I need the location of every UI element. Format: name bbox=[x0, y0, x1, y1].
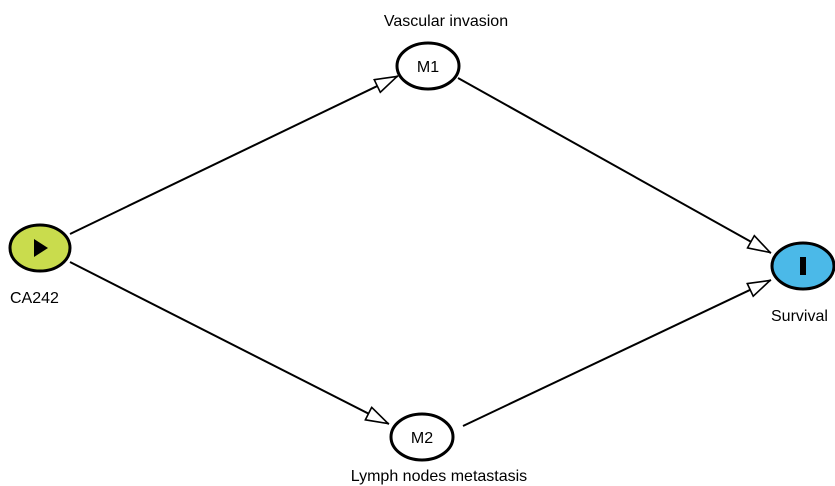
play-icon bbox=[34, 239, 48, 257]
exposure-label: CA242 bbox=[10, 290, 59, 307]
edge-ca242-to-m2 bbox=[69, 261, 389, 425]
mediator-1-ellipse bbox=[395, 41, 461, 91]
edge-ca242-to-m1 bbox=[69, 75, 398, 235]
mediator-1-label: Vascular invasion bbox=[384, 13, 508, 30]
mediator-2-text: M2 bbox=[411, 430, 433, 447]
edge-m2-to-survival bbox=[462, 279, 771, 427]
node-mediator-1: M1 bbox=[395, 41, 461, 91]
outcome-label: Survival bbox=[771, 308, 828, 325]
node-outcome bbox=[770, 241, 835, 291]
mediator-1-text: M1 bbox=[417, 59, 439, 76]
bar-icon bbox=[800, 257, 806, 275]
node-mediator-2: M2 bbox=[389, 412, 455, 462]
mediator-2-ellipse bbox=[389, 412, 455, 462]
mediator-2-label: Lymph nodes metastasis bbox=[351, 468, 527, 485]
node-exposure bbox=[8, 223, 72, 273]
edge-m1-to-survival bbox=[457, 77, 771, 254]
